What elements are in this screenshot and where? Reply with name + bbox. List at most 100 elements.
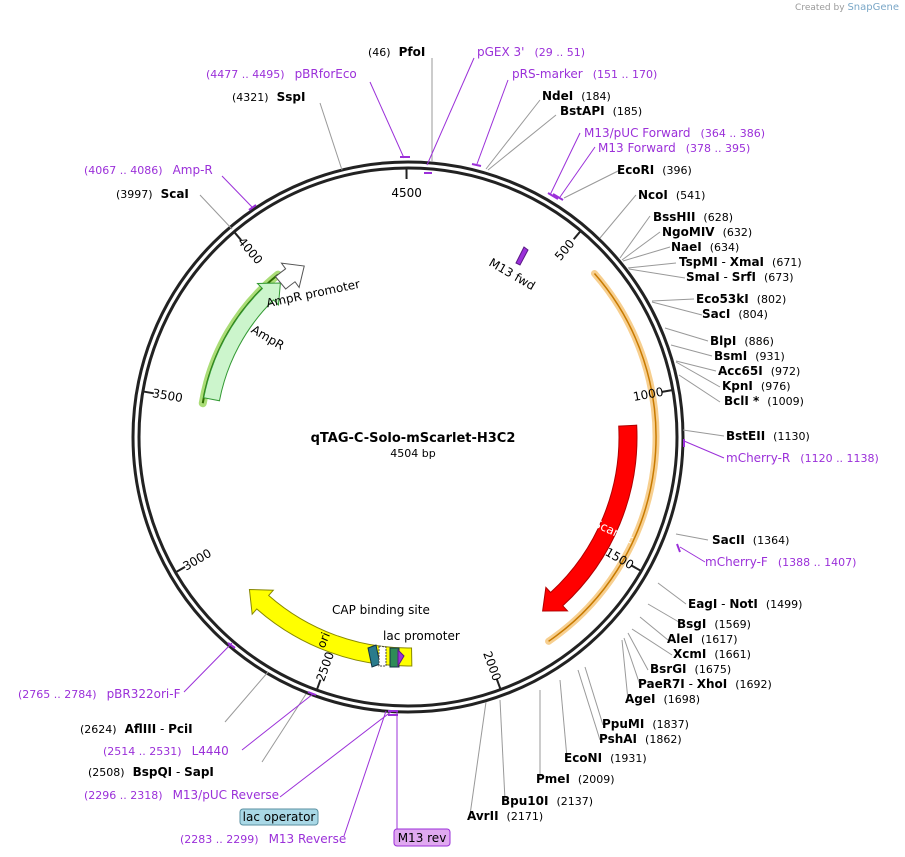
enzyme-name: BstEII [726,429,765,443]
enzyme-separator: - [172,765,184,779]
cap-binding-site-label: CAP binding site [332,603,430,617]
ruler-label: 500 [552,237,577,264]
primer-label: (2296 .. 2318)M13/pUC Reverse [84,788,279,802]
ruler-label: 3000 [180,546,213,573]
primer-name: pGEX 3' [477,45,524,59]
primer-label: (4067 .. 4086)Amp-R [84,163,213,177]
enzyme-position: (1130) [773,430,810,443]
enzyme-site-label: BlpI(886) [710,334,774,348]
enzyme-name: NaeI [671,240,702,254]
primer-range: (2283 .. 2299) [180,833,259,846]
backbone-outer-ring [131,160,685,714]
enzyme-name-extra: XhoI [697,677,728,691]
enzyme-separator: - [717,597,729,611]
enzyme-name: PshAI [599,732,637,746]
enzyme-site-label: Eco53kI(802) [696,292,786,306]
enzyme-site-label: AvrII(2171) [467,809,543,823]
primer-label: M13 Forward(378 .. 395) [598,141,750,155]
enzyme-position: (804) [738,308,768,321]
enzyme-name-extra: SrfI [732,270,756,284]
enzyme-name: XcmI [673,647,706,661]
enzyme-position: (802) [757,293,787,306]
enzyme-site-label: EcoRI(396) [617,163,692,177]
enzyme-name: SacII [712,533,745,547]
enzyme-site-label: BstEII (1130) [726,429,810,443]
enzyme-name: EagI [688,597,717,611]
enzyme-name-extra: SapI [184,765,214,779]
primer-range: (2765 .. 2784) [18,688,97,701]
lac-promoter-label: lac promoter [383,629,460,643]
enzyme-position: (1862) [645,733,682,746]
enzyme-name: SspI [277,90,306,104]
enzyme-site-label: NcoI(541) [638,188,705,202]
enzyme-site-label: (3997)ScaI [116,187,189,201]
enzyme-position: (184) [581,90,611,103]
enzyme-name: AgeI [625,692,655,706]
enzyme-name: PaeR7I [638,677,685,691]
primer-name: pBR322ori-F [107,687,181,701]
ruler-tick [175,565,186,574]
enzyme-site-label: AgeI(1698) [625,692,700,706]
enzyme-name: BspQI [133,765,173,779]
primer-range: (364 .. 386) [701,127,766,140]
enzyme-name: KpnI [722,379,753,393]
primer-label: mCherry-R (1120 .. 1138) [726,451,879,465]
primer-range: (29 .. 51) [534,46,585,59]
enzyme-separator: - [720,270,732,284]
primer-label: (2765 .. 2784) pBR322ori-F [18,687,181,701]
primer-range: (1388 .. 1407) [778,556,857,569]
enzyme-position: (185) [613,105,643,118]
enzyme-site-label: Acc65I(972) [718,364,800,378]
feature-arrow-mscarlet [542,424,638,612]
primer-range: (1120 .. 1138) [800,452,879,465]
primer-label: (4477 .. 4495)pBRforEco [206,67,357,81]
enzyme-separator: - [718,255,730,269]
enzyme-site-label: SacI (804) [702,307,768,321]
enzyme-name: EcoNI [564,751,602,765]
enzyme-name: BstAPI [560,104,605,118]
enzyme-position: (1499) [766,598,803,611]
enzyme-position: (1569) [714,618,751,631]
enzyme-position: (1931) [610,752,647,765]
primer-label: M13/pUC Forward (364 .. 386) [584,126,765,140]
snapgene-credit: Created by SnapGene [795,2,899,13]
lac-promoter-block [378,645,387,667]
enzyme-site-label: EagI - NotI(1499) [688,597,802,611]
enzyme-position: (1009) [767,395,804,408]
enzyme-name: NgoMIV [662,225,715,239]
enzyme-site-label: AleI(1617) [667,632,738,646]
primer-range: (4477 .. 4495) [206,68,285,81]
enzyme-name: EcoRI [617,163,654,177]
enzyme-position: (931) [755,350,785,363]
primer-name: Amp-R [173,163,213,177]
enzyme-name: NdeI [542,89,573,103]
enzyme-site-label: BstAPI (185) [560,104,642,118]
enzyme-name: BsgI [677,617,706,631]
enzyme-position: (2624) [80,723,117,736]
backbone-inner-ring [137,166,679,708]
ruler-tick [572,230,582,240]
primer-name: mCherry-R [726,451,790,465]
primer-name: M13/pUC Forward [584,126,691,140]
enzyme-site-label: Bpu10I(2137) [501,794,593,808]
enzyme-position: (634) [710,241,740,254]
primer-name: pRS-marker [512,67,583,81]
enzyme-site-label: EcoNI (1931) [564,751,647,765]
lac-operator-box-bg [239,808,319,826]
enzyme-name: ScaI [161,187,189,201]
primer-range: (2514 .. 2531) [103,745,182,758]
enzyme-position: (886) [744,335,774,348]
enzyme-name: SacI [702,307,730,321]
enzyme-position: (1661) [714,648,751,661]
m13-fwd-arrow [515,246,529,266]
credit-prefix: Created by [795,3,845,13]
lac-operator-block [389,647,400,668]
m13-rev-box: M13 rev [393,828,451,847]
enzyme-name: AflIII [125,722,157,736]
enzyme-position: (46) [368,46,391,59]
enzyme-separator: - [685,677,697,691]
enzyme-name: PpuMI [602,717,644,731]
enzyme-site-label: BclI *(1009) [724,394,804,408]
enzyme-site-label: NdeI (184) [542,89,611,103]
enzyme-position: (2171) [507,810,544,823]
